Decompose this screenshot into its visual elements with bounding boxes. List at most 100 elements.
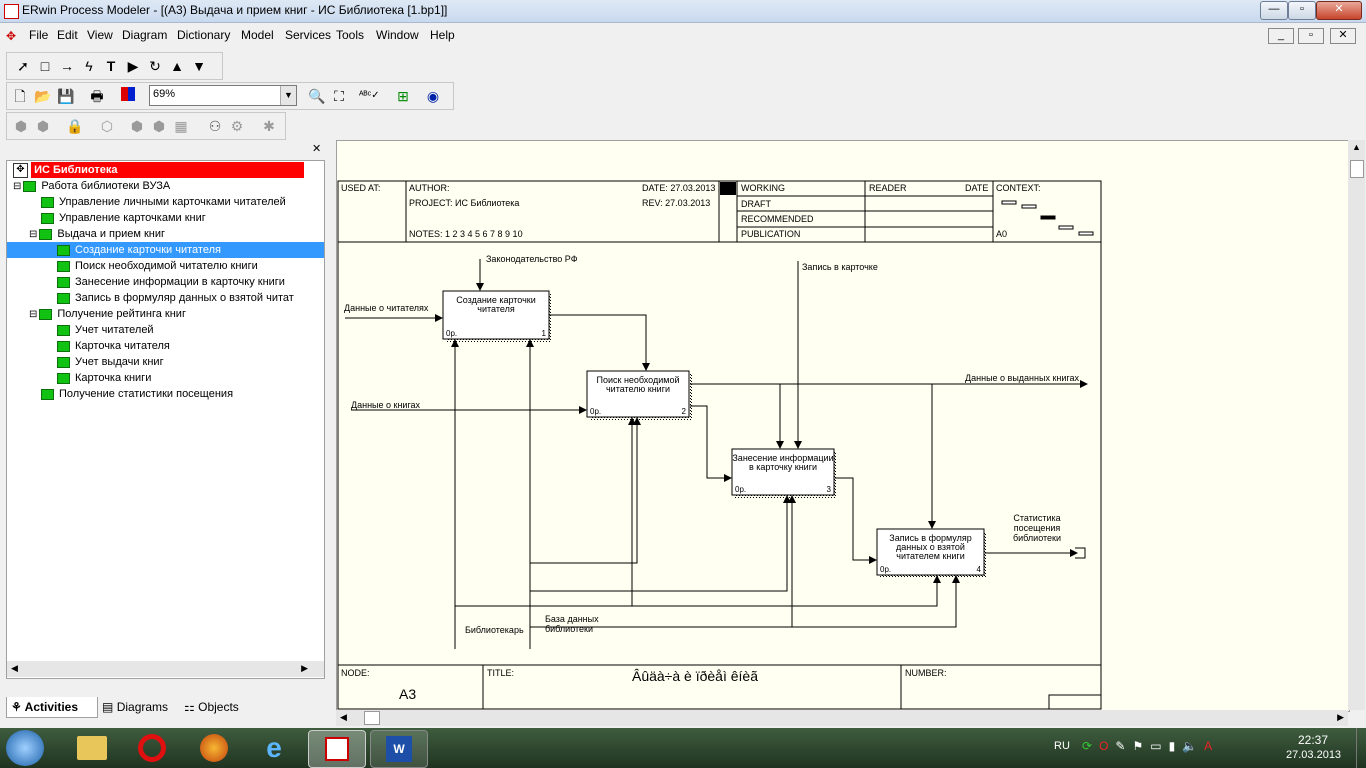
firefox-taskbar-icon[interactable] [186,730,242,766]
scroll-thumb[interactable] [364,711,380,725]
tray-network-icon[interactable]: ▭ [1150,739,1169,753]
go-up-icon[interactable]: ▲ [170,58,184,74]
menu-services[interactable]: Services [285,28,332,42]
idef0-arrow[interactable] [690,383,936,529]
tree-item[interactable]: ⊟Получение рейтинга книг [29,306,186,322]
close-button[interactable]: ✕ [1316,1,1362,20]
mart-connect-icon[interactable]: ⬢ [14,118,28,134]
menu-model[interactable]: Model [241,28,274,42]
security-icon[interactable]: ⚙ [230,118,244,134]
scroll-left-icon[interactable]: ◀ [11,663,18,673]
mdi-restore-button[interactable]: ▫ [1298,28,1324,44]
pointer-tool-icon[interactable]: ➚ [17,58,29,74]
activity-box[interactable] [442,290,550,340]
tray-tool-icon[interactable]: ✎ [1115,739,1133,753]
activity-box[interactable] [586,370,690,418]
menu-diagram[interactable]: Diagram [122,28,168,42]
menu-dictionary[interactable]: Dictionary [177,28,231,42]
tree-item[interactable]: ⊟Выдача и прием книг [29,226,165,242]
scroll-right-icon[interactable]: ▶ [301,663,308,673]
color-icon[interactable] [118,86,138,106]
canvas-vscrollbar[interactable]: ▲ [1348,140,1365,710]
open-folder-icon[interactable]: 📂 [34,88,52,104]
canvas-hscrollbar[interactable]: ◀ ▶ [336,710,1348,726]
word-taskbar-icon[interactable]: W [370,730,428,768]
panel-close-icon[interactable]: ✕ [312,143,322,155]
expand-toggle-icon[interactable]: ⊟ [13,181,22,192]
go-down-icon[interactable]: ▼ [192,58,206,74]
idef0-arrow[interactable] [530,495,791,592]
tab-activities[interactable]: ⚘ Activities [6,697,98,718]
lock-icon[interactable]: 🔒 [66,118,84,134]
clock-time[interactable]: 22:37 [1298,733,1329,747]
expand-toggle-icon[interactable]: ⊟ [29,229,38,240]
squiggle-tool-icon[interactable]: ϟ [85,58,93,74]
tree-item[interactable]: Учет читателей [57,322,154,338]
idef0-arrow[interactable] [530,417,641,564]
tab-diagrams[interactable]: ▤ Diagrams [102,700,169,714]
mdi-close-button[interactable]: ✕ [1330,28,1356,44]
idef0-arrow[interactable] [546,314,650,371]
tree-item[interactable]: Управление личными карточками читателей [41,194,286,210]
spell-check-icon[interactable]: ᴬᴮᶜ✓ [359,90,380,101]
tree-item[interactable]: Учет выдачи книг [57,354,164,370]
tree-item[interactable]: Получение статистики посещения [41,386,233,402]
mdi-minimize-button[interactable]: _ [1268,28,1294,44]
tray-opera-icon[interactable]: O [1099,739,1116,753]
mart-grid-icon[interactable]: ▦ [174,118,188,134]
tree-item[interactable]: Управление карточками книг [41,210,206,226]
tree-item[interactable]: Поиск необходимой читателю книги [57,258,258,274]
menu-help[interactable]: Help [430,28,455,42]
new-file-icon[interactable]: 🗋 [14,88,26,104]
text-tool-icon[interactable]: T [106,58,116,74]
tree-hscrollbar[interactable]: ◀ ▶ [7,661,324,677]
rotate-icon[interactable]: ↻ [149,58,161,74]
tree-item[interactable]: Запись в формуляр данных о взятой читат [57,290,294,306]
clock-date[interactable]: 27.03.2013 [1286,749,1342,761]
activity-box-tool-icon[interactable]: □ [40,58,50,74]
expand-toggle-icon[interactable]: ⊟ [29,309,38,320]
mart-save-icon[interactable]: ⬢ [130,118,144,134]
activity-box[interactable] [876,528,985,576]
zoom-select[interactable]: 69% ▼ [149,85,297,106]
tab-objects[interactable]: ⚏ Objects [184,700,239,714]
scroll-thumb[interactable] [1350,160,1364,178]
language-indicator[interactable]: RU [1054,740,1070,752]
menu-tools[interactable]: Tools [336,28,365,42]
tray-device-icon[interactable]: ▮ [1168,739,1183,753]
mart-open-icon[interactable]: ⬡ [100,118,114,134]
arrow-tool-icon[interactable]: → [60,58,74,74]
chevron-down-icon[interactable]: ▼ [280,86,296,105]
tree-item[interactable]: Карточка читателя [57,338,170,354]
show-desktop-button[interactable] [1356,728,1366,768]
idef0-arrow[interactable] [455,417,636,607]
idef0-arrow[interactable] [690,405,732,482]
start-button[interactable] [6,730,44,766]
maximize-button[interactable]: ▫ [1288,1,1316,20]
tray-flag-icon[interactable]: ⚑ [1132,739,1151,753]
menu-edit[interactable]: Edit [57,28,78,42]
go-to-child-icon[interactable]: ▶ [127,58,139,74]
activity-box[interactable] [731,448,835,496]
scroll-left-icon[interactable]: ◀ [340,712,347,722]
idef0-arrow[interactable] [530,495,796,628]
ie-taskbar-icon[interactable]: e [266,732,282,763]
save-icon[interactable]: 💾 [57,88,75,104]
explorer-taskbar-icon[interactable] [64,730,120,766]
menu-view[interactable]: View [87,28,113,42]
print-icon[interactable]: 🖶 [90,88,104,104]
tree-root[interactable]: ✥ ИС Библиотека [13,162,305,178]
tray-pdf-icon[interactable]: A [1204,739,1220,753]
mart-disconnect-icon[interactable]: ⬢ [36,118,50,134]
zoom-in-icon[interactable]: 🔍 [308,88,326,104]
idef0-arrow[interactable] [835,477,877,564]
navigator-icon[interactable]: ◉ [426,88,440,104]
tray-volume-icon[interactable]: 🔈 [1182,739,1205,753]
tree-item[interactable]: ⊟Работа библиотеки ВУЗА [13,178,170,194]
users-icon[interactable]: ⚇ [208,118,222,134]
bug-icon[interactable]: ✱ [263,118,275,134]
erwin-taskbar-icon[interactable] [308,730,366,768]
tree-item[interactable]: Создание карточки читателя [7,242,324,258]
tree-item[interactable]: Карточка книги [57,370,151,386]
